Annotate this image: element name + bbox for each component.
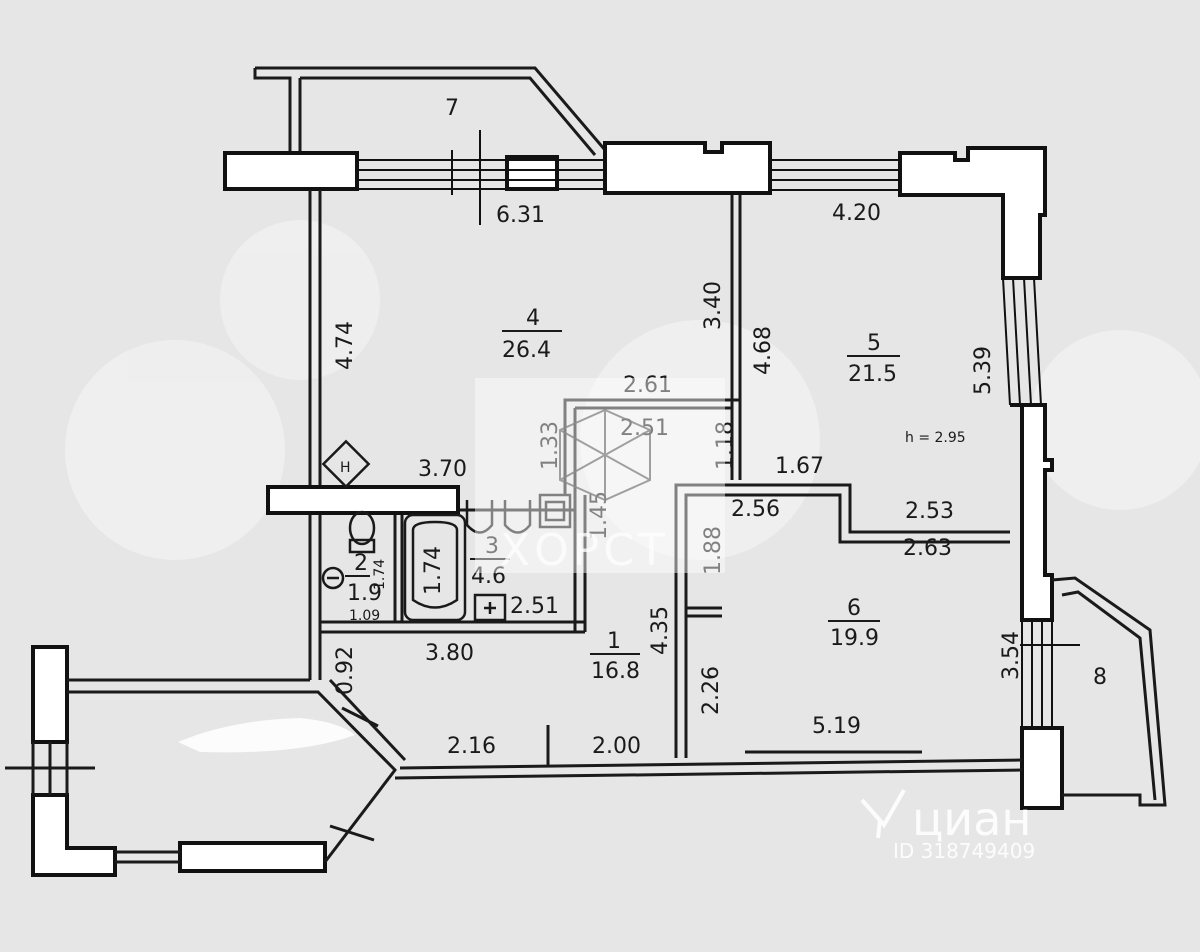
svg-text:Н: Н	[340, 460, 351, 476]
dim-3-54: 3.54	[999, 631, 1024, 680]
room-labels: 7 4 26.4 5 21.5 h = 2.95 3 4.6 2 1.9 1 1…	[345, 96, 1107, 690]
dim-2-51-bottom: 2.51	[510, 594, 559, 619]
dim-0-92: 0.92	[333, 646, 358, 695]
room-1-number: 1	[607, 629, 621, 654]
dimension-labels: 6.31 4.20 4.74 3.40 4.68 5.39 2.61 2.51 …	[333, 201, 1024, 759]
room-5-area: 21.5	[848, 362, 897, 387]
redaction-scribble	[178, 718, 355, 753]
dim-2-56: 2.56	[731, 497, 780, 522]
room-4-number: 4	[526, 306, 540, 331]
dim-3-70: 3.70	[418, 457, 467, 482]
room-3-area: 4.6	[471, 564, 506, 589]
balcony-7-outline	[253, 66, 607, 156]
meter-icon	[321, 566, 507, 622]
room-7-number: 7	[445, 96, 459, 121]
horst-watermark: ХОРСТ	[475, 378, 725, 576]
room-1-area: 16.8	[591, 659, 640, 684]
room-2-number: 2	[354, 551, 368, 576]
toilet-icon	[348, 510, 376, 554]
slab	[266, 485, 460, 515]
room-4-area: 26.4	[502, 338, 551, 363]
bathtub-icon	[403, 513, 467, 622]
avito-watermark	[65, 220, 1200, 560]
ceiling-height: h = 2.95	[905, 430, 966, 446]
dim-4-68: 4.68	[751, 326, 776, 375]
boiler-icon: Н	[321, 439, 371, 489]
dim-2-16: 2.16	[447, 734, 496, 759]
room-5-number: 5	[867, 331, 881, 356]
room-8-number: 8	[1093, 665, 1107, 690]
right-window-glazing	[1002, 277, 1080, 728]
dim-2-53: 2.53	[905, 499, 954, 524]
dim-2-00: 2.00	[592, 734, 641, 759]
washer-icon	[538, 493, 572, 529]
room-6-number: 6	[847, 596, 861, 621]
room-3-number: 3	[485, 534, 499, 559]
dim-3-40: 3.40	[701, 281, 726, 330]
dim-6-31: 6.31	[496, 203, 545, 228]
dim-5-39: 5.39	[971, 346, 996, 395]
dim-1-74-wc: 1.74	[372, 559, 388, 590]
dim-1-18: 1.18	[713, 421, 738, 470]
right-wall	[1010, 403, 1064, 810]
dim-4-74: 4.74	[333, 321, 358, 370]
room-6-area: 19.9	[830, 626, 879, 651]
dim-2-63: 2.63	[903, 536, 952, 561]
dim-4-35: 4.35	[648, 606, 673, 655]
balcony-8-outline	[1051, 576, 1167, 807]
top-wall	[223, 141, 1047, 280]
dim-1-88: 1.88	[701, 526, 726, 575]
dim-1-09: 1.09	[349, 608, 380, 624]
cian-text: циан	[912, 792, 1031, 846]
cian-watermark: циан ID 318749409	[860, 789, 1035, 863]
dim-5-19: 5.19	[812, 714, 861, 739]
dim-2-26: 2.26	[699, 666, 724, 715]
horst-text: ХОРСТ	[500, 525, 669, 576]
room-2-area: 1.9	[347, 581, 382, 606]
listing-id: ID 318749409	[893, 839, 1035, 863]
dim-1-74-bath: 1.74	[421, 546, 446, 595]
sink-icon	[465, 500, 532, 534]
dim-4-20: 4.20	[832, 201, 881, 226]
dim-2-61: 2.61	[623, 373, 672, 398]
top-window-glazing	[357, 130, 900, 225]
dim-1-33: 1.33	[538, 421, 563, 470]
dim-1-67: 1.67	[775, 454, 824, 479]
bay-window-glazing	[5, 678, 407, 864]
dim-3-80: 3.80	[425, 641, 474, 666]
